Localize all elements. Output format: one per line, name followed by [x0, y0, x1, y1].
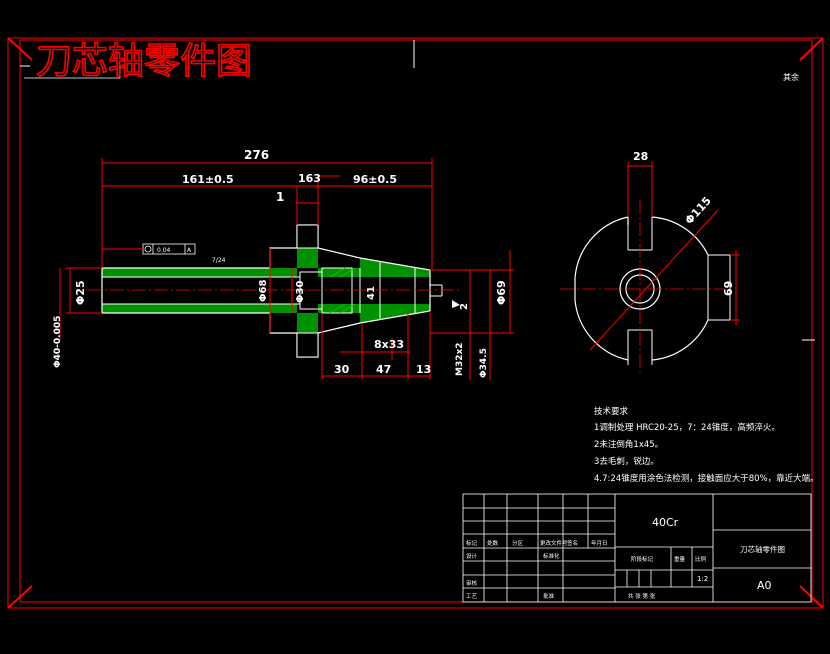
drawing-title: 刀芯轴零件图 — [36, 41, 252, 82]
tolerance-ref: A — [187, 247, 192, 254]
corner-mark: 其余 — [783, 72, 799, 82]
side-dim-width: 28 — [633, 150, 648, 163]
tech-line-2: 2未注倒角1x45。 — [594, 439, 663, 450]
tb-label-zone: 分区 — [512, 539, 524, 547]
tech-line-3: 3去毛刺，锐边。 — [594, 456, 659, 467]
tech-heading: 技术要求 — [594, 406, 629, 417]
dim-length-96: 96±0.5 — [353, 173, 397, 186]
tb-sheets: 共 张 第 张 — [628, 592, 656, 600]
shaft-front-view — [88, 224, 460, 358]
dim-dia-41: 41 — [366, 286, 377, 300]
tb-label-sign: 签名 — [567, 539, 578, 547]
tb-approve: 批准 — [543, 592, 555, 600]
tb-label-count: 处数 — [487, 539, 499, 547]
tb-process: 工艺 — [466, 593, 478, 600]
tech-line-1: 1调制处理 HRC20-25，7：24锥度，高频淬火。 — [594, 422, 780, 433]
title-block — [462, 493, 812, 603]
dim-dia-25: Φ25 — [74, 280, 87, 305]
side-dim-dia: Φ115 — [683, 194, 714, 227]
tb-material: 40Cr — [652, 516, 679, 529]
dim-chamfer: 2 — [459, 303, 470, 310]
dim-len-8x33: 8x33 — [374, 338, 404, 351]
tb-design: 设计 — [466, 552, 478, 560]
tb-part-name: 刀芯轴零件图 — [740, 544, 785, 554]
tb-label-change: 更改文件号 — [540, 539, 568, 547]
dim-thread: M32x2 — [455, 342, 465, 376]
outer-frame — [7, 37, 824, 609]
dim-step-1: 1 — [276, 190, 284, 204]
inner-frame — [19, 39, 813, 603]
dim-dia-69: Φ69 — [495, 280, 508, 305]
dim-length-161: 161±0.5 — [182, 173, 234, 186]
tb-standardize: 标准化 — [543, 552, 560, 560]
dim-len-30: 30 — [334, 363, 350, 376]
tb-sheet-size: A0 — [757, 579, 772, 592]
technical-requirements: 技术要求 1调制处理 HRC20-25，7：24锥度，高频淬火。 2未注倒角1x… — [594, 406, 819, 484]
tb-label-mark: 标记 — [466, 539, 478, 547]
tech-line-4: 4.7:24锥度用涂色法检测，接触面应大于80%，靠近大端。 — [594, 473, 819, 484]
tb-weight: 重量 — [674, 555, 686, 563]
side-dim-height: 69 — [722, 281, 735, 296]
dim-dia-40: Φ40-0.005 — [53, 316, 63, 368]
shaft-side-view — [560, 200, 731, 375]
tb-stage-mark: 阶段标记 — [631, 555, 654, 563]
dim-dia-34: Φ34.5 — [479, 348, 489, 378]
dim-overall-length: 276 — [244, 148, 269, 162]
tb-scale: 1:2 — [697, 575, 708, 583]
tb-ratio: 比例 — [695, 555, 707, 563]
dim-dia-30: Φ30 — [295, 281, 306, 303]
dim-len-13: 13 — [416, 363, 431, 376]
taper-note: 7/24 — [212, 257, 226, 264]
dim-len-47: 47 — [376, 363, 391, 376]
top-dimensions — [101, 158, 433, 270]
dim-dia-68: Φ68 — [258, 280, 269, 302]
tb-label-date: 年月日 — [591, 539, 608, 547]
dim-length-163: 163 — [298, 172, 321, 185]
tb-review: 审核 — [466, 579, 478, 587]
tolerance-value: 0.04 — [157, 247, 171, 254]
